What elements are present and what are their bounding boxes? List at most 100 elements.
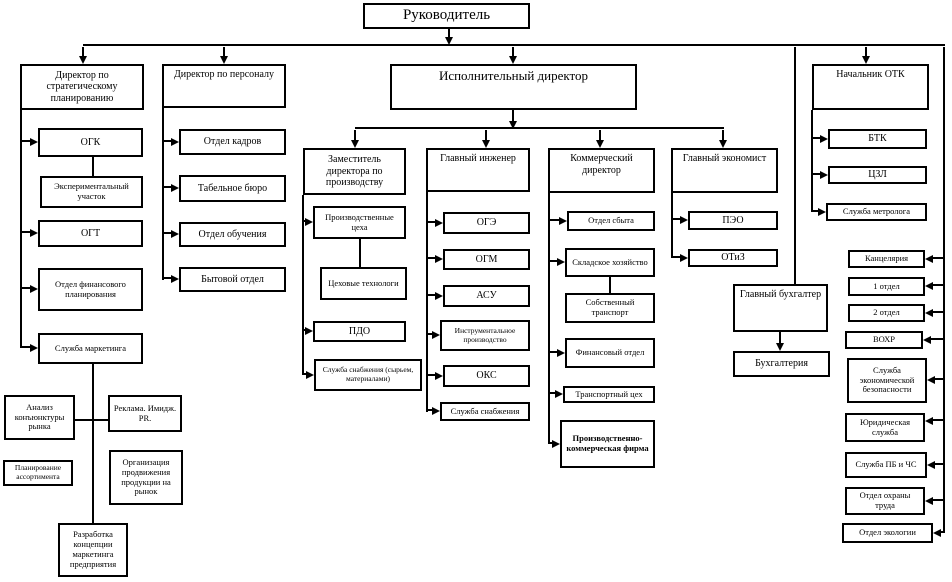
org-node-label: Отдел финансового планирования: [55, 278, 126, 299]
org-node-label: ЦЗЛ: [868, 169, 887, 181]
arrowhead-right-icon: [552, 440, 560, 448]
org-node-label: Отдел кадров: [203, 136, 262, 148]
org-node-otiz: ОТиЗ: [688, 249, 778, 267]
org-node-instrumentalnoe-proizvodstvo: Инструментальное производство: [440, 320, 530, 351]
arrowhead-right-icon: [305, 218, 313, 226]
org-node-label: Инструментальное производство: [454, 325, 516, 344]
org-node-label: Руководитель: [402, 7, 491, 24]
connector-line: [811, 110, 813, 212]
arrowhead-right-icon: [680, 254, 688, 262]
connector-line: [933, 499, 944, 501]
org-node-razrabotka-kontseptsii-marketinga: Разработка концепции маркетинга предприя…: [58, 523, 128, 577]
connector-line: [427, 221, 436, 223]
org-node-ispolnitelny-direktor: Исполнительный директор: [390, 64, 637, 110]
arrowhead-left-icon: [925, 282, 933, 290]
arrowhead-right-icon: [680, 216, 688, 224]
org-node-label: Складское хозяйство: [572, 256, 648, 267]
connector-line: [812, 210, 819, 212]
connector-line: [935, 463, 944, 465]
arrowhead-right-icon: [435, 292, 443, 300]
connector-line: [671, 193, 673, 258]
org-node-proizvodstvenno-kommercheskaya-firma: Производственно-коммерческая фирма: [560, 420, 655, 468]
connector-line: [355, 127, 724, 129]
connector-line: [82, 47, 84, 57]
org-node-label: Цеховые технологи: [328, 277, 399, 288]
org-node-label: ОГК: [80, 136, 101, 148]
connector-line: [426, 192, 428, 412]
org-node-label: Финансовый отдел: [575, 347, 645, 358]
org-node-label: Отдел экологии: [859, 527, 916, 538]
org-node-otdel-kadrov: Отдел кадров: [179, 129, 286, 155]
connector-line: [223, 47, 225, 57]
org-node-label: Бытовой отдел: [201, 273, 264, 285]
org-node-bytovoy-otdel: Бытовой отдел: [179, 267, 286, 292]
connector-line: [549, 219, 560, 221]
arrowhead-right-icon: [555, 390, 563, 398]
arrowhead-left-icon: [925, 309, 933, 317]
org-node-btk: БТК: [828, 129, 927, 149]
org-node-label: Производственные цеха: [325, 211, 394, 232]
connector-line: [933, 257, 944, 259]
org-node-root: Руководитель: [363, 3, 530, 29]
arrowhead-down-icon: [719, 140, 727, 148]
arrowhead-right-icon: [432, 331, 440, 339]
org-node-ogk: ОГК: [38, 128, 143, 157]
arrowhead-left-icon: [925, 255, 933, 263]
org-node-label: Служба метролога: [842, 206, 911, 217]
arrowhead-right-icon: [557, 258, 565, 266]
org-node-sluzhba-metrologa: Служба метролога: [826, 203, 927, 221]
org-node-otdel-finansovogo-planirovaniya: Отдел финансового планирования: [38, 268, 143, 311]
connector-line: [599, 130, 601, 141]
org-node-label: ОГЭ: [476, 217, 497, 229]
org-node-glavny-inzhener: Главный инженер: [426, 148, 530, 192]
connector-line: [427, 409, 433, 411]
org-node-label: Директор по стратегическому планированию: [46, 69, 118, 104]
connector-line: [163, 232, 172, 234]
arrowhead-left-icon: [925, 417, 933, 425]
connector-line: [354, 130, 356, 141]
org-node-label: Бухгалтерия: [755, 358, 808, 370]
arrowhead-right-icon: [435, 372, 443, 380]
connector-line: [427, 374, 436, 376]
org-node-label: ОГТ: [80, 227, 101, 239]
org-node-glavny-ekonomist: Главный экономист: [671, 148, 778, 193]
org-node-transportny-tseh: Транспортный цех: [563, 386, 655, 403]
org-node-skladskoe-khozyaystvo: Складское хозяйство: [565, 248, 655, 277]
org-node-oge: ОГЭ: [443, 212, 530, 234]
arrowhead-left-icon: [923, 336, 931, 344]
org-node-label: Отдел охраны труда: [859, 490, 911, 510]
connector-line: [549, 260, 558, 262]
org-node-eksperimentalny-uchastok: Экспериментальный участок: [40, 176, 143, 208]
connector-line: [933, 284, 944, 286]
org-node-ogt: ОГТ: [38, 220, 143, 247]
org-node-label: 1 отдел: [873, 280, 900, 291]
org-node-label: Главный бухгалтер: [739, 289, 822, 300]
org-node-planirovanie-assortimenta: Планирование ассортимента: [3, 460, 73, 486]
arrowhead-down-icon: [596, 140, 604, 148]
org-node-asu: АСУ: [443, 285, 530, 307]
arrowhead-right-icon: [171, 230, 179, 238]
connector-line: [779, 332, 781, 344]
org-node-direktor-strateg-planirovanie: Директор по стратегическому планированию: [20, 64, 144, 110]
org-node-otdel-sbyta: Отдел сбыта: [567, 211, 655, 231]
arrowhead-right-icon: [432, 407, 440, 415]
org-node-label: ОКС: [476, 370, 497, 382]
org-node-tsehovye-tekhnologi: Цеховые технологи: [320, 267, 407, 300]
org-node-otdel-ekologii: Отдел экологии: [842, 523, 933, 543]
org-node-reklama-imidzh-pr: Реклама. Имидж. PR.: [108, 395, 182, 432]
connector-line: [865, 47, 867, 57]
connector-line: [512, 110, 514, 122]
arrowhead-left-icon: [927, 461, 935, 469]
org-node-finansovy-otdel: Финансовый отдел: [565, 338, 655, 368]
arrowhead-right-icon: [30, 229, 38, 237]
org-node-ogm: ОГМ: [443, 249, 530, 270]
arrowhead-right-icon: [171, 184, 179, 192]
org-node-label: Отдел сбыта: [588, 215, 634, 226]
connector-line: [75, 419, 108, 421]
org-node-tabelnoe-byuro: Табельное бюро: [179, 175, 286, 202]
org-node-kantselyariya: Канцелярия: [848, 250, 925, 268]
connector-line: [21, 346, 31, 348]
org-node-label: Производственно-коммерческая фирма: [566, 433, 649, 453]
org-node-proizvodstvennye-tseha: Производственные цеха: [313, 206, 406, 239]
org-node-label: Разработка концепции маркетинга предприя…: [69, 529, 117, 569]
